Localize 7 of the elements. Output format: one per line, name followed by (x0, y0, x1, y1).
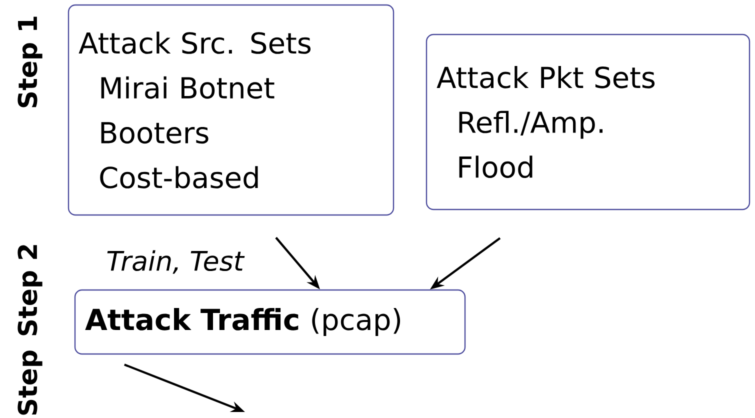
text-box: Attack Src. Sets Mirai Botnet Booters Cost-based (68, 4, 394, 216)
text-box: Attack Pkt Sets Refl./Amp. Flood (426, 34, 750, 210)
step-label: Step 1 (18, 16, 42, 108)
text-box: Attack Traffic (pcap) (74, 289, 466, 355)
step-label: Step 2 (18, 245, 42, 336)
edge-label: Train, Test (105, 249, 245, 275)
step-label: Step (18, 350, 42, 415)
